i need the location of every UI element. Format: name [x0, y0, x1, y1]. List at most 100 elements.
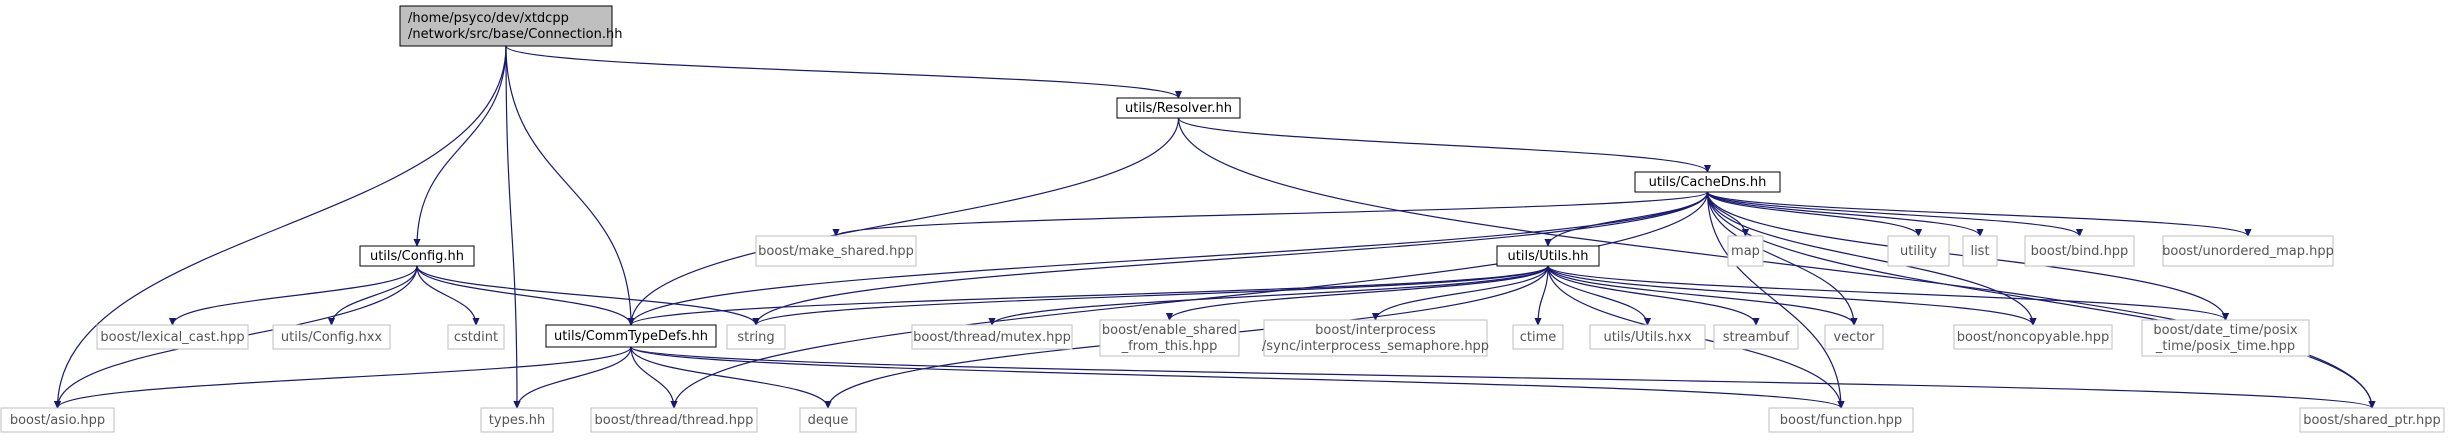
node-label: boost/shared_ptr.hpp [2303, 413, 2441, 428]
nodes-layer: /home/psyco/dev/xtdcpp/network/src/base/… [0, 5, 2445, 433]
node-label: /network/src/base/Connection.hh [408, 27, 622, 42]
node-boost-noncopyable-hpp[interactable]: boost/noncopyable.hpp [1953, 324, 2113, 350]
node-label: utils/Config.hxx [281, 330, 382, 345]
node-boost-function-hpp[interactable]: boost/function.hpp [1768, 407, 1914, 433]
edge-config_hh-to-commtypedefs [416, 265, 631, 325]
node-label: boost/asio.hpp [10, 413, 105, 428]
node-box [2141, 319, 2310, 357]
node-home-psyco-dev-xtdcpp-network-src-base-connection-hh[interactable]: /home/psyco/dev/xtdcpp/network/src/base/… [399, 5, 622, 47]
node-cstdint[interactable]: cstdint [447, 324, 505, 350]
node-boost-date-time-posix-time-posix-time-hpp[interactable]: boost/date_time/posix_time/posix_time.hp… [2141, 319, 2310, 357]
node-box [2162, 235, 2334, 267]
node-list[interactable]: list [1962, 235, 1998, 267]
node-box [1099, 319, 1240, 357]
node-label: /sync/interprocess_semaphore.hpp [1262, 339, 1489, 354]
edge-cachedns-to-unordered_map [1706, 191, 2249, 236]
node-box [480, 407, 554, 433]
edge-config_hh-to-lexical_cast [173, 265, 418, 325]
node-box [799, 407, 857, 433]
node-utils-utils-hh[interactable]: utils/Utils.hh [1496, 245, 1600, 267]
node-boost-lexical-cast-hpp[interactable]: boost/lexical_cast.hpp [96, 324, 249, 350]
node-boost-thread-mutex-hpp[interactable]: boost/thread/mutex.hpp [911, 324, 1073, 350]
node-deque[interactable]: deque [799, 407, 857, 433]
node-box [911, 324, 1073, 350]
edge-connection-to-resolver [505, 45, 1179, 98]
node-utility[interactable]: utility [1887, 235, 1950, 267]
node-box [1962, 235, 1998, 267]
node-ctime[interactable]: ctime [1512, 324, 1564, 350]
node-box [1263, 319, 1488, 357]
node-label: streambuf [1723, 330, 1790, 345]
node-label: boost/thread/mutex.hpp [913, 330, 1071, 345]
node-label: _time/posix_time.hpp [2155, 339, 2295, 354]
node-types-hh[interactable]: types.hh [480, 407, 554, 433]
node-label: map [1731, 244, 1760, 259]
edge-config_hh-to-string [416, 265, 756, 325]
node-box [755, 235, 917, 267]
node-label: string [737, 330, 774, 345]
node-box [1727, 235, 1764, 267]
node-utils-commtypedefs-hh[interactable]: utils/CommTypeDefs.hh [545, 324, 717, 348]
node-streambuf[interactable]: streambuf [1713, 324, 1799, 350]
node-label: boost/bind.hpp [2031, 244, 2129, 259]
edge-config_hh-to-cstdint [416, 265, 476, 325]
edge-cachedns-to-string [756, 191, 1709, 325]
edge-utils_hh-to-streambuf [1547, 265, 1756, 325]
node-utils-cachedns-hh[interactable]: utils/CacheDns.hh [1634, 171, 1781, 193]
node-box [590, 407, 758, 433]
node-box [1953, 324, 2113, 350]
node-label: utils/CommTypeDefs.hh [554, 329, 708, 344]
edge-utils_hh-to-ctime [1538, 265, 1549, 325]
node-box [447, 324, 505, 350]
node-boost-interprocess-sync-interprocess-semaphore-hpp[interactable]: boost/interprocess/sync/interprocess_sem… [1262, 319, 1489, 357]
edge-connection-to-types [505, 45, 517, 408]
edge-resolver-to-commtypedefs [631, 117, 1180, 325]
node-label: boost/noncopyable.hpp [1957, 330, 2110, 345]
edge-commtypedefs-to-function [630, 346, 1841, 408]
edge-commtypedefs-to-thread [630, 346, 674, 408]
node-box [1496, 245, 1600, 267]
node-label: list [1970, 244, 1989, 259]
edge-utils_hh-to-mutex [992, 265, 1549, 325]
node-box [726, 324, 786, 350]
node-box [1824, 324, 1884, 350]
node-boost-make-shared-hpp[interactable]: boost/make_shared.hpp [755, 235, 917, 267]
node-box [1634, 171, 1781, 193]
node-boost-asio-hpp[interactable]: boost/asio.hpp [0, 407, 115, 433]
node-boost-bind-hpp[interactable]: boost/bind.hpp [2024, 235, 2135, 267]
edge-utils_hh-to-enable_shared [1170, 265, 1549, 320]
node-boost-enable-shared-from-this-hpp[interactable]: boost/enable_shared_from_this.hpp [1099, 319, 1240, 357]
node-boost-shared-ptr-hpp[interactable]: boost/shared_ptr.hpp [2299, 407, 2445, 433]
node-map[interactable]: map [1727, 235, 1764, 267]
node-label: types.hh [489, 413, 545, 428]
node-label: boost/lexical_cast.hpp [100, 330, 244, 345]
node-box [1589, 324, 1706, 350]
node-utils-resolver-hh[interactable]: utils/Resolver.hh [1116, 97, 1241, 119]
node-label: deque [808, 413, 849, 428]
node-label: /home/psyco/dev/xtdcpp [408, 11, 569, 26]
edge-cachedns-to-function [1706, 191, 1842, 408]
node-label: boost/function.hpp [1780, 413, 1902, 428]
edge-utils_hh-to-noncopyable [1547, 265, 2033, 325]
node-label: cstdint [454, 330, 498, 345]
node-box [1713, 324, 1799, 350]
node-utils-utils-hxx[interactable]: utils/Utils.hxx [1589, 324, 1706, 350]
node-utils-config-hxx[interactable]: utils/Config.hxx [272, 324, 391, 350]
node-label: utils/Utils.hh [1508, 249, 1589, 264]
edge-utils_hh-to-commtypedefs [631, 265, 1549, 325]
node-boost-thread-thread-hpp[interactable]: boost/thread/thread.hpp [590, 407, 758, 433]
node-boost-unordered-map-hpp[interactable]: boost/unordered_map.hpp [2162, 235, 2334, 267]
edge-connection-to-commtypedefs [505, 45, 631, 325]
node-box [1887, 235, 1950, 267]
node-utils-config-hh[interactable]: utils/Config.hh [359, 245, 475, 267]
node-label: utility [1900, 244, 1937, 259]
node-string[interactable]: string [726, 324, 786, 350]
edge-utils_hh-to-vector [1547, 265, 1854, 325]
edge-cachedns-to-make_shared [836, 191, 1709, 236]
edge-utils_hh-to-interprocess [1376, 265, 1549, 320]
node-vector[interactable]: vector [1824, 324, 1884, 350]
node-label: boost/thread/thread.hpp [595, 413, 754, 428]
node-box [96, 324, 249, 350]
edge-commtypedefs-to-types [517, 346, 632, 408]
